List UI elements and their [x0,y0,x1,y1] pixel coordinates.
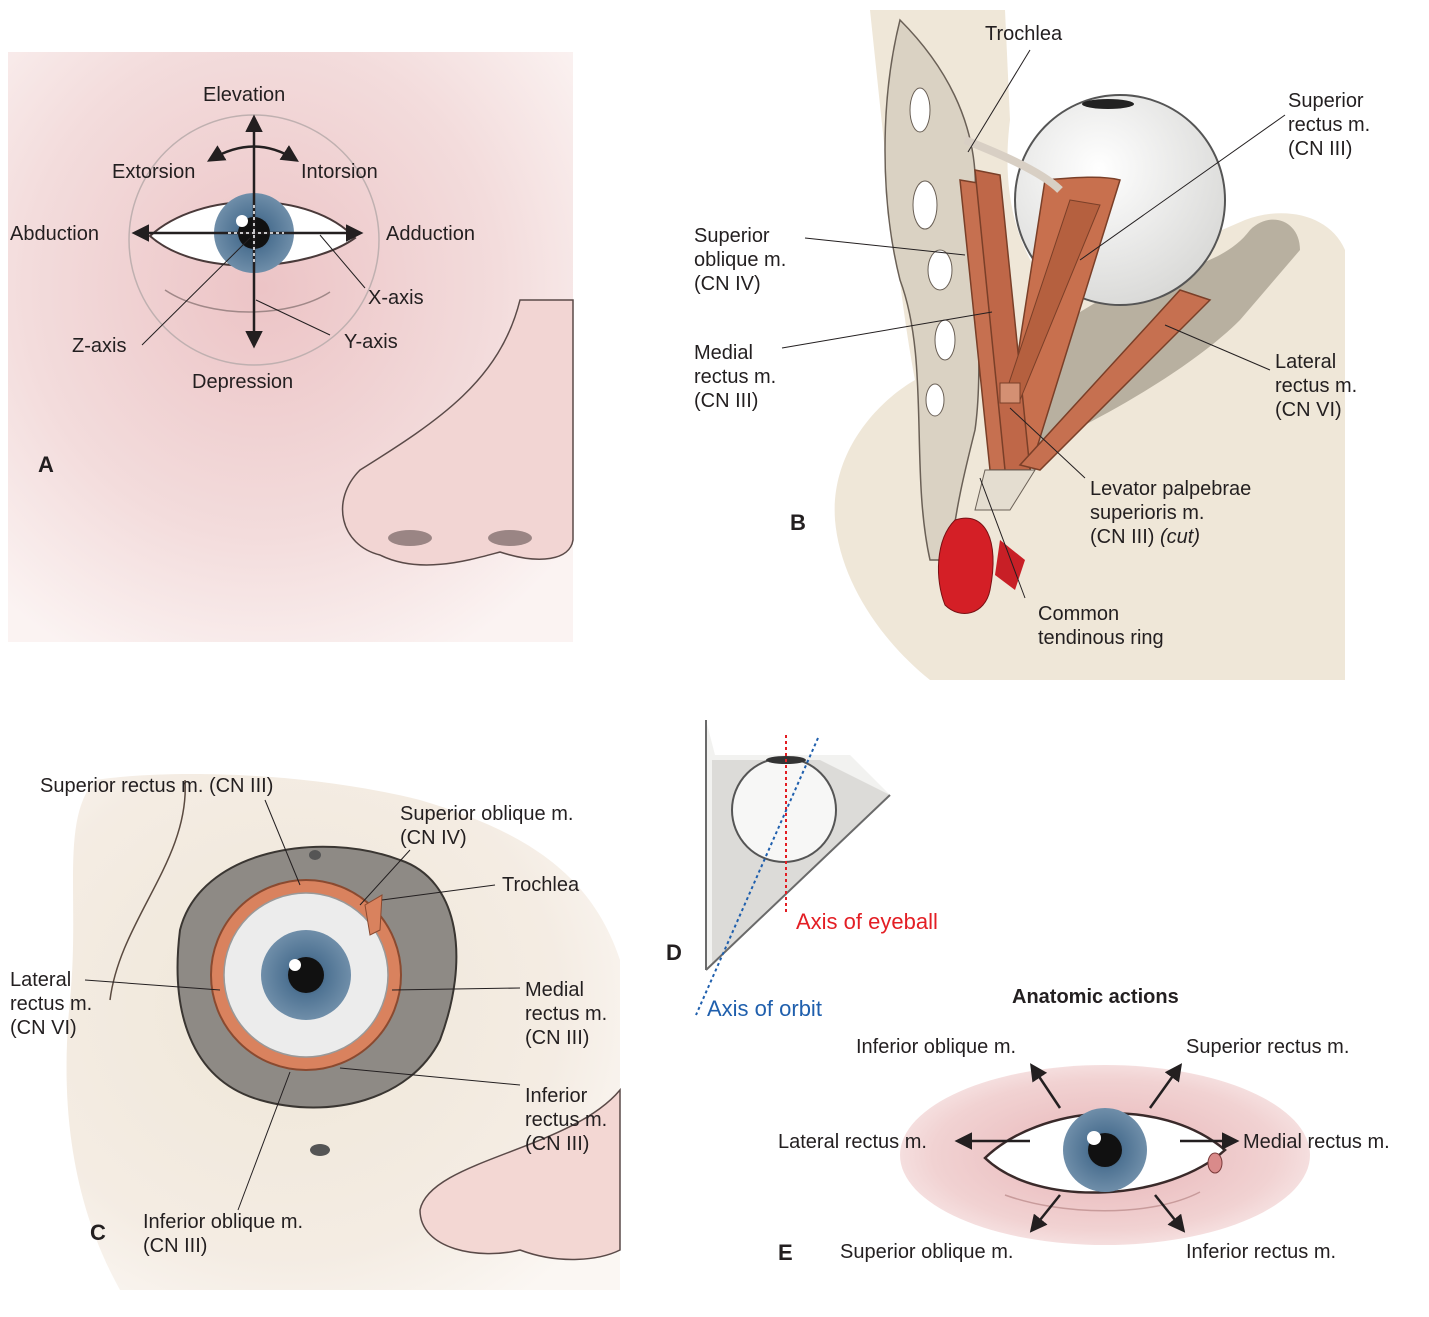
label-b-common-ring: Common tendinous ring [1038,602,1164,650]
label-extorsion: Extorsion [112,160,195,184]
label-b-trochlea: Trochlea [985,22,1062,46]
label-x-axis: X-axis [368,286,424,310]
label-c-lateral-rectus: Lateral rectus m. (CN VI) [10,968,92,1040]
label-y-axis: Y-axis [344,330,398,354]
panel-d-axes [696,720,890,1015]
label-c-inferior-oblique: Inferior oblique m. (CN III) [143,1210,303,1258]
label-axis-orbit: Axis of orbit [707,997,822,1021]
label-abduction: Abduction [10,222,99,246]
label-axis-eyeball: Axis of eyeball [796,910,938,934]
panel-e-letter: E [778,1240,793,1266]
label-e-lateral-rectus: Lateral rectus m. [778,1130,927,1154]
panel-e-title: Anatomic actions [1012,985,1179,1009]
label-b-medial-rectus: Medial rectus m. (CN III) [694,341,776,413]
panel-d-letter: D [666,940,682,966]
panel-c-letter: C [90,1220,106,1246]
label-e-superior-rectus: Superior rectus m. [1186,1035,1349,1059]
label-b-levator: Levator palpebrae superioris m. (CN III)… [1090,477,1251,549]
label-z-axis: Z-axis [72,334,126,358]
label-c-superior-oblique: Superior oblique m. (CN IV) [400,802,573,850]
label-b-superior-rectus: Superior rectus m. (CN III) [1288,89,1370,161]
label-c-superior-rectus: Superior rectus m. (CN III) [40,774,273,798]
panel-e-eye [900,1065,1310,1245]
label-c-trochlea: Trochlea [502,873,579,897]
label-adduction: Adduction [386,222,475,246]
panel-b-letter: B [790,510,806,536]
label-e-inferior-oblique: Inferior oblique m. [856,1035,1016,1059]
label-e-medial-rectus: Medial rectus m. [1243,1130,1390,1154]
label-b-superior-oblique: Superior oblique m. (CN IV) [694,224,786,296]
label-e-superior-oblique: Superior oblique m. [840,1240,1013,1264]
label-elevation: Elevation [203,83,285,107]
panel-a-letter: A [38,452,54,478]
label-b-lateral-rectus: Lateral rectus m. (CN VI) [1275,350,1357,422]
label-c-inferior-rectus: Inferior rectus m. (CN III) [525,1084,607,1156]
label-c-medial-rectus: Medial rectus m. (CN III) [525,978,607,1050]
panel-b-orbit-superior-view [782,10,1345,680]
label-e-inferior-rectus: Inferior rectus m. [1186,1240,1336,1264]
label-intorsion: Intorsion [301,160,378,184]
label-depression: Depression [192,370,293,394]
label-b-levator-cut: (cut) [1160,526,1200,548]
